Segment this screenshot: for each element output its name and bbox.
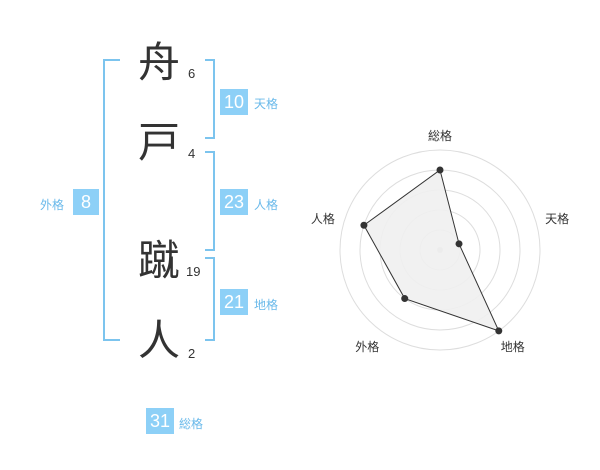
radar-axis-label: 天格 (545, 211, 569, 226)
gaikaku-label: 外格 (40, 198, 65, 212)
chikaku-label: 地格 (254, 298, 279, 312)
radar-point (360, 221, 368, 229)
radar-grid-ring (339, 149, 541, 351)
radar-axis-label: 外格 (355, 339, 379, 354)
gaikaku-bracket (103, 59, 120, 341)
stroke-count-1: 6 (188, 66, 196, 81)
jinkaku-bracket (205, 151, 215, 251)
gaikaku-value: 8 (73, 189, 99, 215)
radar-point (401, 295, 409, 303)
jinkaku-value: 23 (220, 189, 248, 215)
name-char-1: 舟 (138, 38, 181, 87)
radar-point (495, 327, 503, 335)
radar-series-area (363, 169, 500, 332)
radar-axis-label: 人格 (311, 211, 335, 226)
name-char-3: 蹴 (138, 236, 181, 285)
radar-point (455, 240, 463, 248)
radar-axis-label: 総格 (428, 128, 452, 143)
stroke-count-2: 4 (188, 146, 196, 161)
tenkaku-bracket (205, 59, 215, 139)
chikaku-bracket (205, 257, 215, 341)
radar-point (436, 166, 444, 174)
soukaku-label: 総格 (179, 417, 204, 431)
tenkaku-label: 天格 (254, 97, 279, 111)
jinkaku-label: 人格 (254, 198, 279, 212)
name-char-2: 戸 (138, 118, 181, 167)
soukaku-value: 31 (146, 408, 174, 434)
tenkaku-value: 10 (220, 89, 248, 115)
radar-axis-label: 地格 (501, 339, 525, 354)
stroke-count-4: 2 (188, 346, 196, 361)
stroke-count-3: 19 (186, 264, 201, 279)
name-char-4: 人 (138, 316, 181, 365)
chikaku-value: 21 (220, 289, 248, 315)
